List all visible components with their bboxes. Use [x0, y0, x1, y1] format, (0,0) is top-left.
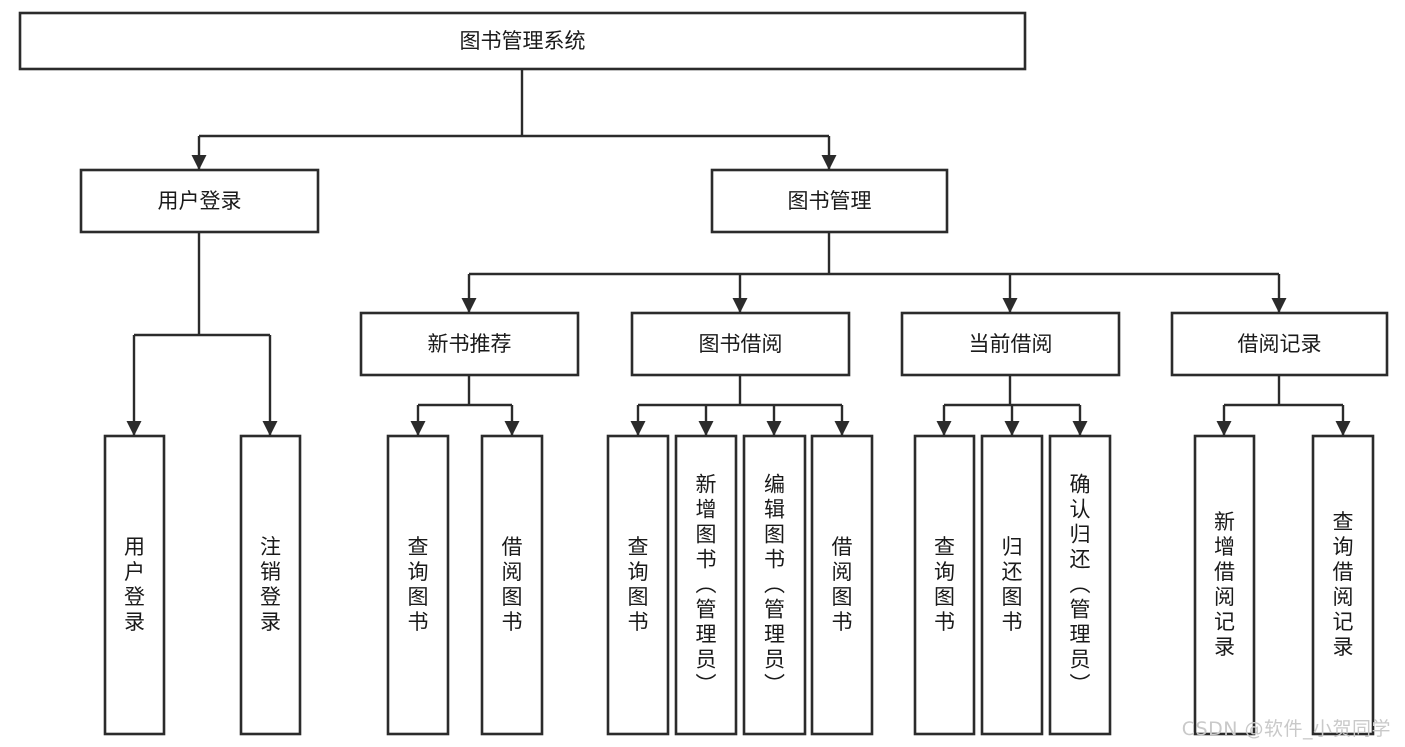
node-leaf-query-record[interactable]: 查询借阅记录: [1311, 434, 1375, 736]
arrow-head-icon: [821, 155, 837, 170]
arrow-head-icon: [504, 421, 520, 436]
arrow-head-icon: [698, 421, 714, 436]
conn-user-login: [126, 232, 278, 436]
node-box-leaf-add-book[interactable]: [674, 434, 738, 736]
node-label-leaf-query-book-cur: 查询图书: [934, 535, 955, 634]
node-box-leaf-borrow-book-rec[interactable]: [480, 434, 544, 736]
conn-book-borrow: [630, 375, 850, 436]
node-box-user-login[interactable]: [79, 168, 320, 234]
conn-new-book-rec: [410, 375, 520, 436]
node-box-current-borrow[interactable]: [900, 311, 1121, 377]
arrow-head-icon: [1271, 298, 1287, 313]
arrow-head-icon: [262, 421, 278, 436]
node-leaf-logout[interactable]: 注销登录: [239, 434, 302, 736]
node-label-borrow-record: 借阅记录: [1238, 332, 1322, 356]
arrow-head-icon: [1002, 298, 1018, 313]
arrow-head-icon: [1072, 421, 1088, 436]
arrow-head-icon: [766, 421, 782, 436]
node-root[interactable]: 图书管理系统: [18, 11, 1027, 71]
node-leaf-query-book-borrow[interactable]: 查询图书: [606, 434, 670, 736]
node-label-book-borrow: 图书借阅: [699, 332, 783, 356]
node-leaf-query-book-rec[interactable]: 查询图书: [386, 434, 450, 736]
node-box-leaf-edit-book[interactable]: [742, 434, 807, 736]
arrow-head-icon: [936, 421, 952, 436]
node-layer: 图书管理系统用户登录图书管理新书推荐图书借阅当前借阅借阅记录用户登录注销登录查询…: [18, 11, 1389, 736]
node-label-leaf-borrow-book: 借阅图书: [832, 535, 853, 634]
arrow-head-icon: [834, 421, 850, 436]
arrow-head-icon: [1216, 421, 1232, 436]
node-box-leaf-user-login[interactable]: [103, 434, 166, 736]
arrow-head-icon: [191, 155, 207, 170]
arrow-head-icon: [410, 421, 426, 436]
node-box-new-book-rec[interactable]: [359, 311, 580, 377]
node-box-leaf-query-record[interactable]: [1311, 434, 1375, 736]
node-label-leaf-logout: 注销登录: [260, 535, 281, 634]
node-label-leaf-add-record: 新增借阅记录: [1214, 510, 1235, 659]
conn-borrow-record: [1216, 375, 1351, 436]
node-leaf-add-book[interactable]: 新增图书︵管理员︶: [674, 434, 738, 736]
node-label-leaf-confirm-return: 确认归还︵管理员︶: [1070, 473, 1091, 697]
node-leaf-confirm-return[interactable]: 确认归还︵管理员︶: [1048, 434, 1112, 736]
node-new-book-rec[interactable]: 新书推荐: [359, 311, 580, 377]
node-label-root: 图书管理系统: [460, 29, 586, 53]
node-box-leaf-logout[interactable]: [239, 434, 302, 736]
node-box-leaf-borrow-book[interactable]: [810, 434, 874, 736]
node-label-current-borrow: 当前借阅: [969, 332, 1053, 356]
node-leaf-query-book-cur[interactable]: 查询图书: [913, 434, 976, 736]
arrow-head-icon: [630, 421, 646, 436]
node-label-leaf-borrow-book-rec: 借阅图书: [502, 535, 523, 634]
conn-current-borrow: [936, 375, 1088, 436]
node-current-borrow[interactable]: 当前借阅: [900, 311, 1121, 377]
arrow-head-icon: [126, 421, 142, 436]
node-box-leaf-return-book[interactable]: [980, 434, 1044, 736]
node-label-leaf-add-book: 新增图书︵管理员︶: [696, 473, 717, 697]
node-leaf-return-book[interactable]: 归还图书: [980, 434, 1044, 736]
node-label-leaf-query-book-rec: 查询图书: [408, 535, 429, 634]
arrow-head-icon: [1335, 421, 1351, 436]
node-box-book-manage[interactable]: [710, 168, 949, 234]
node-box-borrow-record[interactable]: [1170, 311, 1389, 377]
node-leaf-add-record[interactable]: 新增借阅记录: [1193, 434, 1256, 736]
arrow-head-icon: [1004, 421, 1020, 436]
node-borrow-record[interactable]: 借阅记录: [1170, 311, 1389, 377]
node-label-leaf-edit-book: 编辑图书︵管理员︶: [764, 473, 785, 697]
node-box-leaf-confirm-return[interactable]: [1048, 434, 1112, 736]
conn-root: [191, 69, 837, 170]
node-label-leaf-query-record: 查询借阅记录: [1333, 510, 1354, 659]
node-label-leaf-return-book: 归还图书: [1002, 535, 1023, 634]
node-leaf-borrow-book-rec[interactable]: 借阅图书: [480, 434, 544, 736]
node-box-leaf-query-book-borrow[interactable]: [606, 434, 670, 736]
node-leaf-edit-book[interactable]: 编辑图书︵管理员︶: [742, 434, 807, 736]
node-label-leaf-query-book-borrow: 查询图书: [628, 535, 649, 634]
node-box-root[interactable]: [18, 11, 1027, 71]
node-box-leaf-query-book-rec[interactable]: [386, 434, 450, 736]
node-label-user-login: 用户登录: [158, 189, 242, 213]
node-leaf-borrow-book[interactable]: 借阅图书: [810, 434, 874, 736]
node-book-borrow[interactable]: 图书借阅: [630, 311, 851, 377]
node-user-login[interactable]: 用户登录: [79, 168, 320, 234]
node-label-new-book-rec: 新书推荐: [428, 332, 512, 356]
node-leaf-user-login[interactable]: 用户登录: [103, 434, 166, 736]
csdn-watermark: CSDN @软件_小贺同学: [1181, 718, 1391, 740]
arrow-head-icon: [461, 298, 477, 313]
conn-book-manage: [461, 232, 1287, 313]
node-box-leaf-query-book-cur[interactable]: [913, 434, 976, 736]
connector-layer: [126, 69, 1351, 436]
node-book-manage[interactable]: 图书管理: [710, 168, 949, 234]
node-label-book-manage: 图书管理: [788, 189, 872, 213]
node-label-leaf-user-login: 用户登录: [124, 535, 145, 634]
node-box-book-borrow[interactable]: [630, 311, 851, 377]
node-box-leaf-add-record[interactable]: [1193, 434, 1256, 736]
arrow-head-icon: [732, 298, 748, 313]
